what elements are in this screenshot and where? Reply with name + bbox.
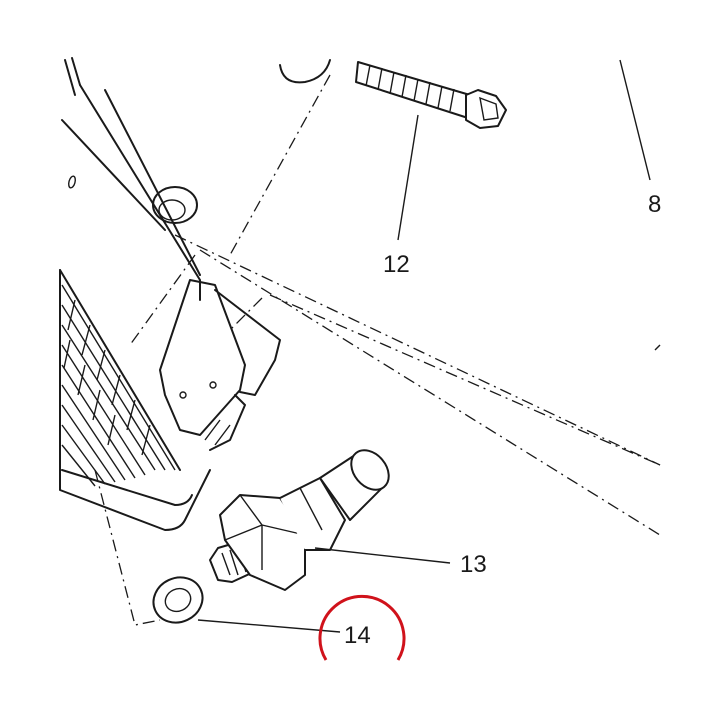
- highlight-circle: [318, 594, 406, 661]
- leader-lines: [197, 59, 661, 633]
- callout-12: 12: [383, 251, 410, 278]
- bolt: [355, 61, 507, 129]
- temperature-sensor: [209, 449, 390, 591]
- sealing-washer: [152, 576, 204, 624]
- oil-cooler-assembly: [59, 57, 331, 531]
- assembly-lines: [94, 74, 661, 626]
- callout-13: 13: [460, 551, 487, 578]
- callout-8-partial: 8: [648, 191, 661, 218]
- callout-14: 14: [344, 622, 371, 649]
- cooler-fins: [61, 284, 176, 487]
